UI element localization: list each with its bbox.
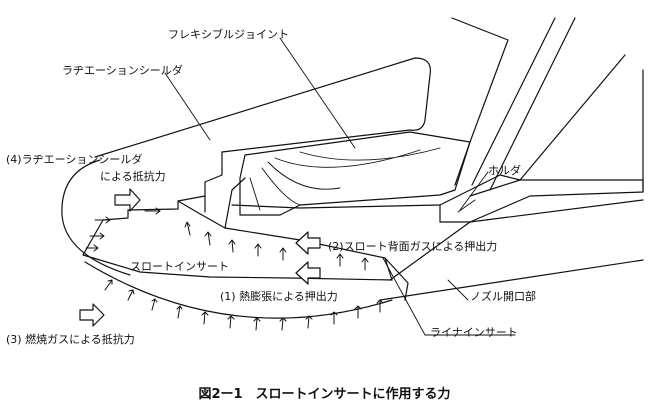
- arrow-small: [176, 305, 183, 319]
- arrow-small: [127, 289, 135, 301]
- arrow-small: [94, 216, 111, 224]
- arrow-small: [144, 207, 161, 215]
- casing-diagonal-1: [471, 17, 556, 186]
- arrow-small: [89, 232, 105, 240]
- label-flexible-joint: フレキシブルジョイント: [168, 28, 289, 41]
- arrow-small: [228, 239, 236, 253]
- arrow-small: [184, 221, 191, 236]
- label-liner-insert: ライナインサート: [430, 326, 518, 339]
- figure-caption: 図2ー1 スロートインサートに作用する力: [198, 387, 451, 402]
- hollow-arrow-radiation: [114, 188, 141, 212]
- leader-radiation-shield: [164, 72, 211, 141]
- arrow-small: [254, 243, 262, 257]
- arrow-small: [361, 257, 369, 271]
- liner-insert-leader: [382, 257, 426, 336]
- arrow-small: [330, 311, 338, 325]
- arrow-small: [201, 311, 209, 325]
- small-force-arrows: [85, 207, 384, 331]
- label-radiation-shield: ラヂエーションシールダ: [62, 64, 183, 77]
- arrow-small: [204, 231, 212, 246]
- leader-nozzle-exit: [447, 279, 469, 301]
- label-holder: ホルダ: [488, 164, 521, 177]
- radiation-shield-outer: [94, 57, 432, 158]
- label-nozzle-exit: ノズル開口部: [470, 290, 536, 303]
- arrow-small: [354, 305, 362, 319]
- label-thermal-expansion: (1) 熱膨張による押出力: [220, 290, 338, 303]
- arrow-small: [336, 253, 344, 267]
- arrow-small: [151, 298, 158, 311]
- label-radiation-resistance-2: による抵抗力: [100, 170, 166, 183]
- holder-inner: [457, 199, 476, 213]
- radiation-shield-inner: [177, 151, 223, 202]
- arrow-small: [279, 317, 287, 331]
- arrow-small: [253, 317, 261, 331]
- exhaust-arc: [84, 261, 393, 319]
- flexible-joint-hatch: [249, 147, 441, 211]
- arrow-small: [305, 315, 313, 329]
- arrow-small: [227, 315, 235, 329]
- leader-flexible-joint: [279, 37, 356, 149]
- combustion-gas-boundary: [61, 159, 131, 276]
- throat-back-surface: [231, 204, 441, 209]
- nozzle-wall: [379, 199, 644, 301]
- holder-outline: [439, 174, 644, 223]
- arrow-small: [104, 279, 113, 291]
- hollow-arrow-combustion: [79, 303, 105, 327]
- arrow-small: [279, 247, 287, 261]
- label-throat-back-gas: (2)スロート背面ガスによる押出力: [328, 240, 498, 253]
- flexible-joint-outline: [239, 131, 471, 216]
- arrow-small: [85, 244, 99, 252]
- hollow-arrow-back-gas: [295, 231, 321, 255]
- hollow-arrow-thermal: [295, 261, 321, 285]
- casing-diagonal-2: [489, 17, 576, 191]
- label-throat-insert: スロートインサート: [130, 260, 229, 273]
- leader-holder: [459, 171, 489, 211]
- casing-outer-line: [451, 17, 509, 186]
- arrow-small: [376, 299, 384, 313]
- hollow-arrows: [79, 188, 321, 327]
- label-radiation-resistance-1: (4)ラヂエーションシールダ: [6, 153, 143, 166]
- label-combustion-gas-resistance: (3) 燃焼ガスによる抵抗力: [6, 333, 135, 346]
- throat-insert-step: [204, 177, 246, 229]
- liner-insert-outline: [384, 257, 409, 301]
